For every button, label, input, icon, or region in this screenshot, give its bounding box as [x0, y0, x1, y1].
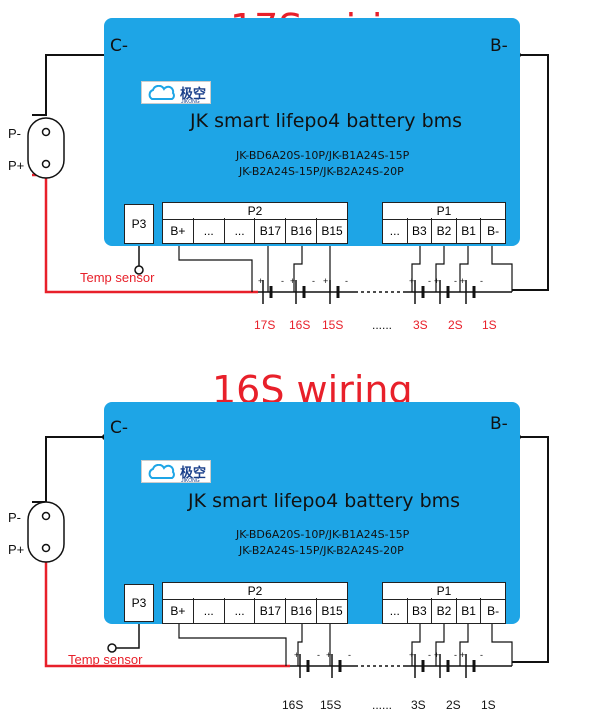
wiring-lines: +++ +++ --- ---	[27, 52, 549, 304]
svg-text:-: -	[454, 276, 457, 286]
p1-pin: B3	[408, 218, 433, 243]
p2-pin: B+	[163, 218, 194, 243]
p1-pin: B2	[432, 598, 457, 623]
p-plus-label: P+	[8, 542, 25, 557]
brand-subtext: JIKONG	[181, 478, 200, 484]
p1-pin: B3	[408, 598, 433, 623]
cell-label: 1S	[482, 318, 497, 332]
p1-pin: ...	[383, 598, 408, 623]
cell-label: 2S	[448, 318, 463, 332]
svg-text:-: -	[454, 650, 457, 660]
p2-connector: P2 B+ ... ... B17 B16 B15	[162, 202, 348, 244]
svg-text:-: -	[312, 276, 315, 286]
p1-label: P1	[383, 203, 505, 220]
b-minus-label: B-	[490, 36, 508, 56]
p2-pin: B15	[321, 223, 343, 238]
c-minus-label: C-	[110, 36, 129, 56]
p2-pin: B+	[163, 598, 194, 623]
p1-pin: B1	[457, 598, 482, 623]
cell-label: ......	[372, 698, 393, 712]
svg-text:-: -	[348, 650, 351, 660]
brand-name: 极空	[180, 86, 207, 101]
svg-text:-: -	[428, 276, 431, 286]
model-line-1: JK-BD6A20S-10P/JK-B1A24S-15P	[236, 528, 410, 541]
cell-label: ......	[372, 318, 393, 332]
p1-pin: B-	[487, 603, 500, 618]
p3-connector: P3	[124, 204, 154, 244]
p-minus-label: P-	[8, 510, 21, 525]
cell-label: 17S	[254, 318, 276, 332]
cloud-icon	[148, 84, 175, 100]
temp-sensor-label: Temp sensor	[80, 270, 155, 285]
svg-text:+: +	[294, 650, 299, 660]
wiring-lines: ++ +++ -- ---	[27, 434, 549, 678]
model-line-1: JK-BD6A20S-10P/JK-B1A24S-15P	[236, 149, 410, 162]
c-minus-label: C-	[110, 418, 129, 438]
p2-pin: ...	[225, 598, 256, 623]
cell-label: 1S	[481, 698, 496, 712]
svg-text:+: +	[290, 276, 295, 286]
b-minus-label: B-	[490, 414, 508, 434]
p-plus-label: P+	[8, 158, 25, 173]
model-line-2: JK-B2A24S-15P/JK-B2A24S-20P	[239, 544, 404, 557]
cell-label: 3S	[413, 318, 428, 332]
svg-text:+: +	[323, 276, 328, 286]
cell-label: 16S	[282, 698, 304, 712]
p2-pin: B17	[255, 218, 287, 243]
brand-logo: 极空	[141, 81, 212, 104]
cell-label: 15S	[320, 698, 342, 712]
wiring-17s: +++ +++ --- --- 17S wiring C- B- 极空 JIKO…	[0, 0, 602, 350]
svg-text:-: -	[317, 650, 320, 660]
svg-text:+: +	[460, 650, 465, 660]
p1-connector: P1 ... B3 B2 B1 B-	[382, 582, 506, 624]
model-line-2: JK-B2A24S-15P/JK-B2A24S-20P	[239, 165, 404, 178]
svg-text:+: +	[258, 276, 263, 286]
p-minus-label: P-	[8, 126, 21, 141]
p2-pin: B16	[286, 598, 318, 623]
svg-text:-: -	[480, 276, 483, 286]
p2-pin: B17	[255, 598, 287, 623]
p1-pin: ...	[383, 218, 408, 243]
p2-connector: P2 B+ ... ... B17 B16 B15	[162, 582, 348, 624]
svg-text:-: -	[480, 650, 483, 660]
p2-pin: ...	[194, 598, 225, 623]
p1-connector: P1 ... B3 B2 B1 B-	[382, 202, 506, 244]
product-name: JK smart lifepo4 battery bms	[190, 110, 463, 132]
svg-text:+: +	[460, 276, 465, 286]
p1-label: P1	[383, 583, 505, 600]
wiring-16s: ++ +++ -- --- 16S wiring C- B- 极空 JIKONG…	[0, 362, 602, 719]
product-name: JK smart lifepo4 battery bms	[188, 490, 461, 512]
svg-text:+: +	[326, 650, 331, 660]
svg-text:-: -	[345, 276, 348, 286]
cell-label: 16S	[289, 318, 311, 332]
svg-text:+: +	[434, 650, 439, 660]
p1-pin: B2	[432, 218, 457, 243]
cell-label: 3S	[411, 698, 426, 712]
svg-text:-: -	[281, 276, 284, 286]
temp-sensor-label: Temp sensor	[68, 652, 143, 667]
brand-name: 极空	[180, 465, 207, 480]
p1-pin: B1	[457, 218, 482, 243]
p2-pin: ...	[194, 218, 225, 243]
cloud-icon	[148, 463, 175, 479]
cell-label: 15S	[322, 318, 344, 332]
svg-text:-: -	[428, 650, 431, 660]
svg-text:+: +	[434, 276, 439, 286]
cell-label: 2S	[446, 698, 461, 712]
p3-connector: P3	[124, 584, 154, 622]
brand-logo: 极空	[141, 460, 212, 483]
p2-pin: ...	[225, 218, 256, 243]
p2-pin: B15	[321, 603, 343, 618]
brand-subtext: JIKONG	[181, 99, 200, 105]
p1-pin: B-	[487, 223, 500, 238]
p2-pin: B16	[286, 218, 318, 243]
